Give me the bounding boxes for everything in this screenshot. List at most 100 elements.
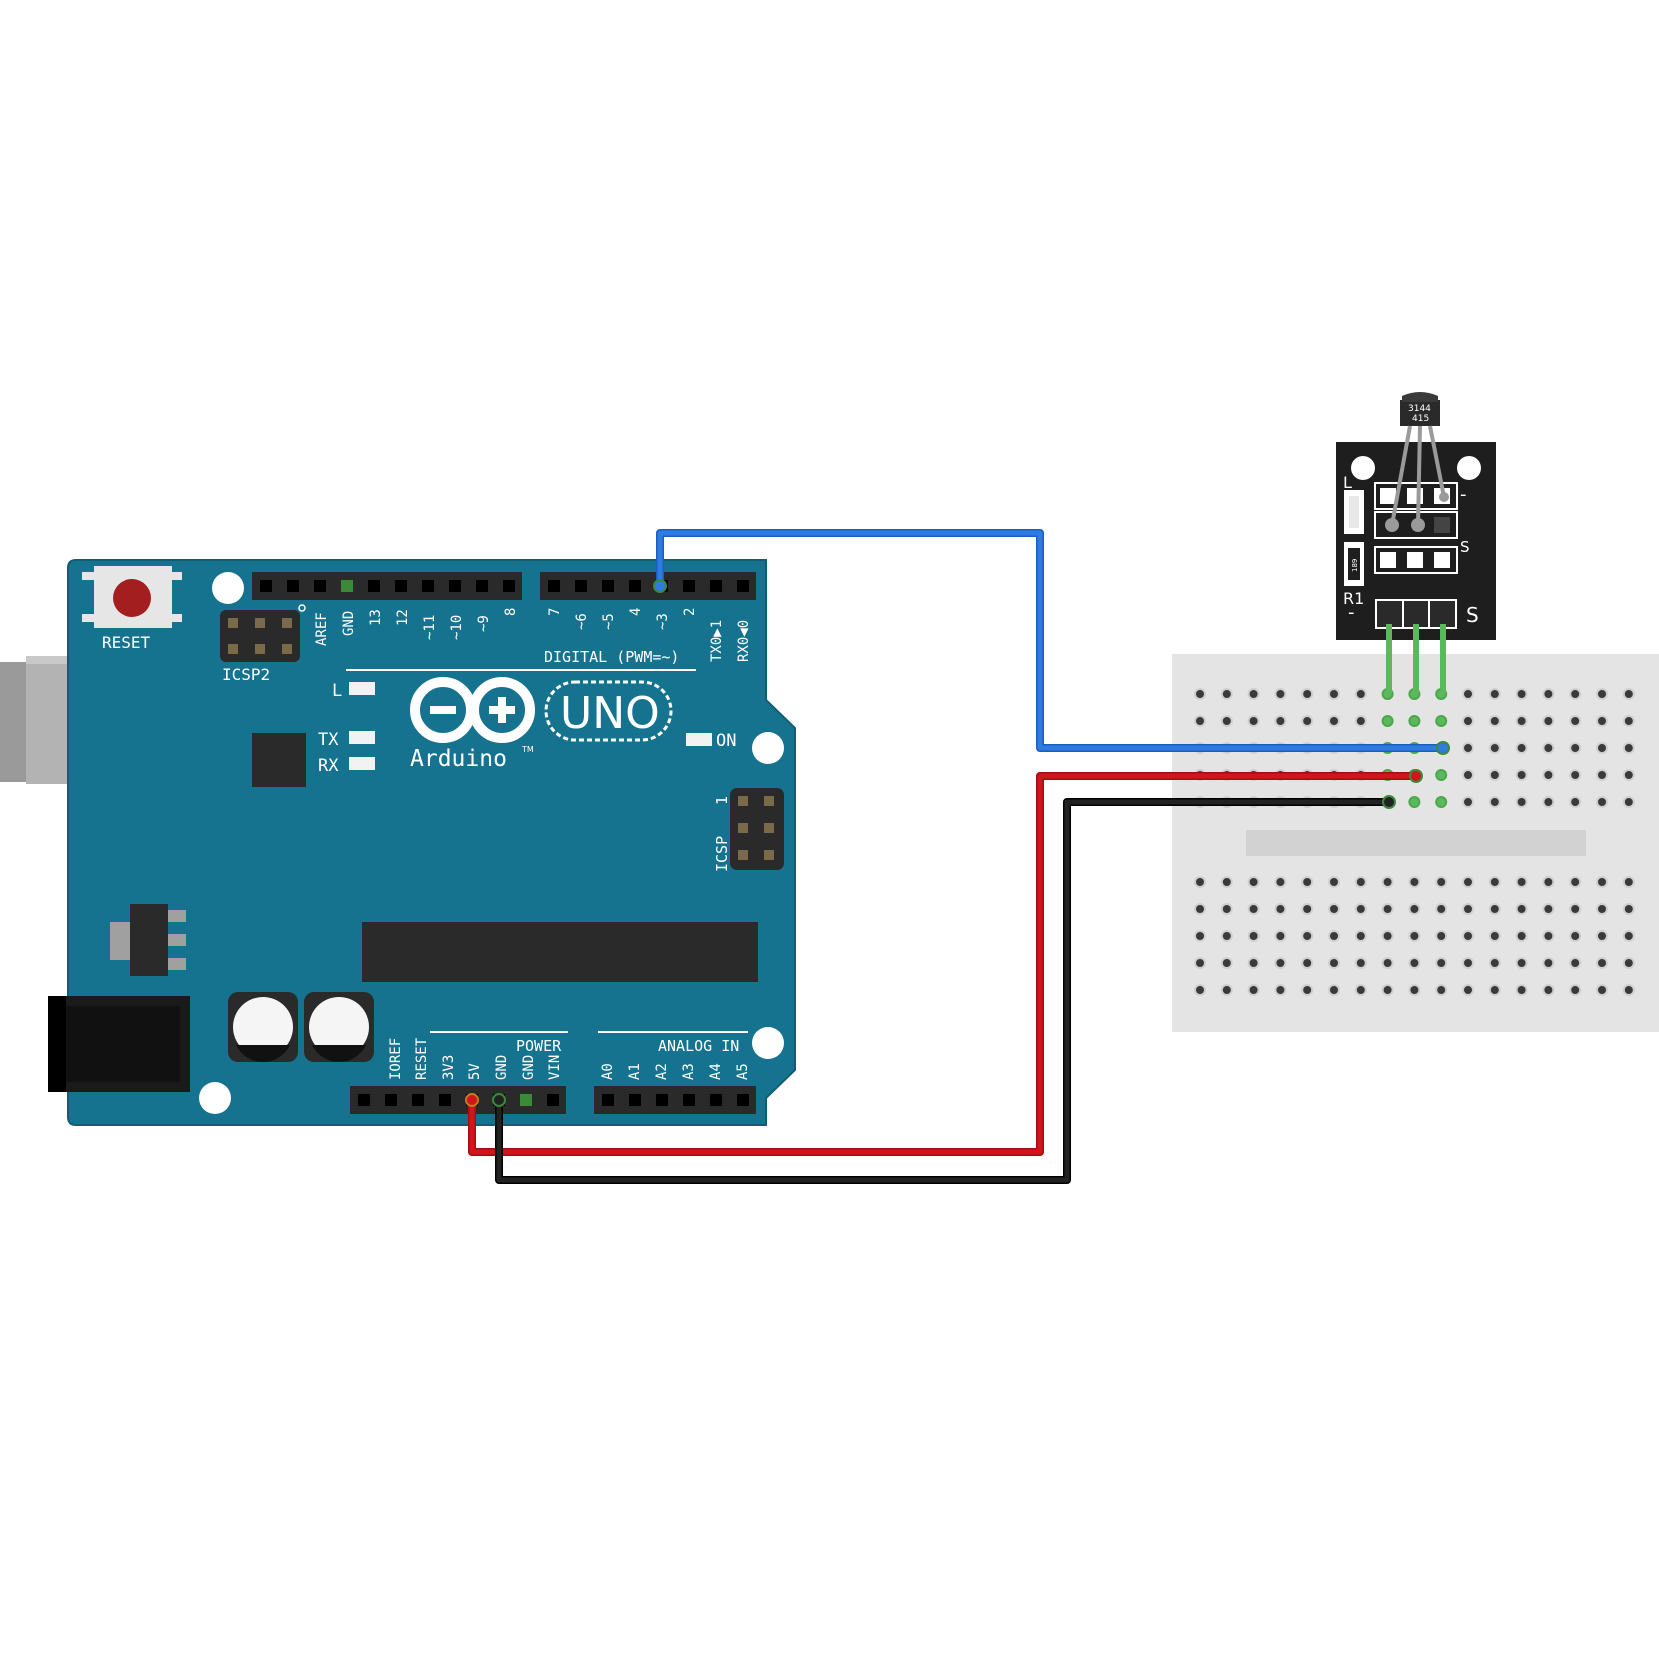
- pin-label-ioref: IOREF: [388, 1038, 404, 1080]
- breadboard-hole: [1435, 876, 1448, 888]
- arduino-uno-board: RESET ICSP2: [0, 559, 796, 1126]
- analog-pin-labels: A0 A1 A2 A3 A4 A5: [600, 1063, 751, 1080]
- resistor-code: 189: [1351, 559, 1359, 572]
- breadboard-hole: [1381, 903, 1394, 915]
- icsp-label: ICSP: [713, 836, 731, 872]
- sensor-label-l: L: [1343, 473, 1352, 492]
- analog-label: ANALOG IN: [658, 1037, 739, 1055]
- pin-label-7: 7: [547, 608, 563, 616]
- reset-button[interactable]: [82, 566, 182, 628]
- breadboard-hole: [1194, 715, 1206, 727]
- pin-label-10: ~10: [449, 615, 465, 640]
- breadboard-hole: [1515, 688, 1528, 700]
- hall-sensor-module: 3144 415: [1336, 392, 1496, 694]
- breadboard-hole: [1435, 715, 1448, 727]
- breadboard-hole: [1194, 930, 1206, 942]
- breadboard-hole: [1328, 715, 1340, 727]
- wires: [465, 529, 1450, 1184]
- capacitor-1: [228, 992, 298, 1062]
- breadboard-hole: [1462, 688, 1474, 700]
- pin-label-reset: RESET: [414, 1037, 430, 1080]
- breadboard-hole: [1569, 876, 1582, 888]
- pin-label-3: ~3: [655, 613, 671, 630]
- ground-wire-start: [492, 1093, 506, 1107]
- breadboard-hole: [1462, 742, 1474, 754]
- breadboard-hole: [1542, 930, 1555, 942]
- pin-label-3v3: 3V3: [441, 1055, 457, 1080]
- breadboard-hole: [1274, 930, 1287, 942]
- power-wire-end: [1409, 769, 1423, 783]
- breadboard-hole: [1328, 688, 1340, 700]
- atmega-chip: [362, 922, 758, 982]
- breadboard-hole: [1328, 903, 1340, 915]
- pin-label-rx0: RX0◀0: [736, 620, 752, 662]
- breadboard-hole: [1542, 715, 1555, 727]
- sensor-label-minus-top: -: [1460, 484, 1467, 505]
- breadboard-hole: [1515, 957, 1528, 969]
- breadboard-hole: [1542, 796, 1555, 808]
- breadboard-hole: [1354, 688, 1367, 700]
- breadboard-hole: [1596, 876, 1608, 888]
- pin-label-gnd-1: GND: [494, 1055, 510, 1080]
- breadboard-hole: [1354, 930, 1367, 942]
- breadboard-hole: [1274, 876, 1287, 888]
- dc-power-jack: [48, 996, 190, 1092]
- sensor-label-s-top: S: [1460, 538, 1470, 556]
- breadboard-hole: [1274, 984, 1287, 996]
- breadboard-hole: [1381, 876, 1394, 888]
- breadboard-hole: [1247, 957, 1260, 969]
- breadboard-hole: [1488, 769, 1501, 781]
- breadboard-hole: [1542, 742, 1555, 754]
- pin-label-aref: AREF: [314, 612, 330, 646]
- breadboard-hole: [1354, 715, 1367, 727]
- breadboard-hole: [1542, 769, 1555, 781]
- breadboard-hole: [1435, 903, 1448, 915]
- breadboard-hole: [1274, 688, 1287, 700]
- breadboard-hole: [1247, 984, 1260, 996]
- breadboard-hole: [1435, 796, 1448, 808]
- breadboard-hole: [1488, 876, 1501, 888]
- pin-label-5v: 5V: [467, 1063, 483, 1080]
- icsp2-header: [220, 610, 300, 662]
- digital-label: DIGITAL (PWM=~): [544, 648, 679, 666]
- digital-header-left: [252, 572, 522, 600]
- breadboard-hole: [1462, 930, 1474, 942]
- breadboard-hole: [1354, 957, 1367, 969]
- breadboard-hole: [1328, 930, 1340, 942]
- breadboard-hole: [1488, 903, 1501, 915]
- led-tx: [349, 731, 375, 744]
- led-l: [349, 682, 375, 695]
- led-tx-label: TX: [318, 730, 339, 750]
- breadboard-hole: [1274, 903, 1287, 915]
- uno-badge: [544, 680, 673, 742]
- breadboard-hole: [1462, 957, 1474, 969]
- breadboard-hole: [1596, 769, 1608, 781]
- chip-marking-1: 3144: [1408, 404, 1431, 414]
- sensor-label-r1: R1: [1343, 589, 1364, 608]
- breadboard-hole: [1247, 715, 1260, 727]
- usb-interface-chip: [252, 733, 306, 787]
- pin-label-6: ~6: [574, 613, 590, 630]
- breadboard-hole: [1488, 984, 1501, 996]
- voltage-regulator: [110, 904, 186, 976]
- pin-label-tx0: TX0▶1: [709, 620, 725, 662]
- breadboard-hole: [1247, 876, 1260, 888]
- breadboard-hole: [1596, 903, 1608, 915]
- breadboard-hole: [1408, 796, 1421, 808]
- pin-label-12: 12: [395, 609, 411, 626]
- breadboard-hole: [1220, 876, 1233, 888]
- breadboard-hole: [1462, 715, 1474, 727]
- sensor-hole-right: [1457, 456, 1481, 480]
- breadboard-hole: [1435, 957, 1448, 969]
- breadboard-hole: [1569, 957, 1582, 969]
- breadboard-hole: [1596, 715, 1608, 727]
- breadboard-hole: [1328, 876, 1340, 888]
- breadboard-hole: [1301, 688, 1314, 700]
- breadboard-hole: [1328, 957, 1340, 969]
- icsp2-label: ICSP2: [222, 665, 270, 684]
- led-on: [686, 733, 712, 746]
- top-right-pin-labels: 7 ~6 ~5 4 ~3 2 TX0▶1 RX0◀0: [547, 608, 752, 662]
- breadboard-hole: [1596, 688, 1608, 700]
